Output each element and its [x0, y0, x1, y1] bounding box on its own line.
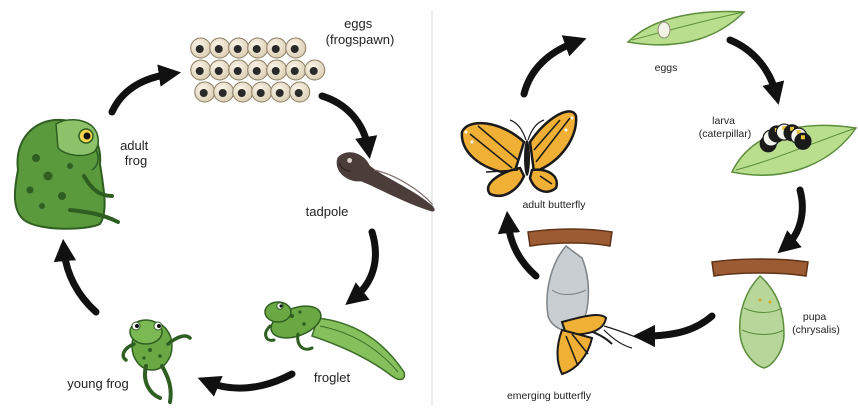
- caterpillar-stripe: [801, 135, 805, 139]
- cycle-arrow-icon: [786, 190, 802, 246]
- label-adult-butterfly: adult butterfly: [522, 199, 586, 211]
- frog-egg-embryo: [196, 67, 204, 75]
- cycle-arrow-icon: [524, 42, 576, 94]
- froglet-icon: [265, 300, 404, 380]
- label-frog-eggs: eggs (frogspawn): [326, 16, 395, 47]
- frog-egg-embryo: [219, 89, 227, 97]
- frog-egg-embryo: [257, 89, 265, 97]
- cycle-arrow-icon: [112, 74, 170, 112]
- frog-egg-embryo: [295, 89, 303, 97]
- frog-egg-embryo: [310, 67, 318, 75]
- label-emerging-butterfly: emerging butterfly: [507, 390, 592, 402]
- frog-egg-embryo: [291, 45, 299, 53]
- frog-egg-embryo: [253, 45, 261, 53]
- frogspawn-icon: [191, 38, 325, 102]
- frog-egg-embryo: [238, 89, 246, 97]
- adult-frog-icon: [15, 120, 118, 229]
- frog-life-cycle: eggs (frogspawn) tadpole froglet young f…: [15, 16, 441, 402]
- frog-egg-embryo: [215, 67, 223, 75]
- emerging-butterfly-icon: [528, 229, 638, 374]
- label-butterfly-eggs: eggs: [655, 62, 678, 74]
- frog-egg-embryo: [200, 89, 208, 97]
- cycle-arrow-icon: [208, 374, 292, 388]
- label-tadpole: tadpole: [306, 204, 349, 219]
- young-frog-icon: [123, 320, 190, 402]
- cycle-arrow-icon: [322, 96, 368, 148]
- cycle-arrow-icon: [354, 232, 375, 298]
- chrysalis-branch-icon: [712, 259, 808, 368]
- cycle-arrow-icon: [508, 222, 536, 276]
- label-adult-frog: adult frog: [120, 138, 152, 168]
- label-pupa: pupa (chrysalis): [792, 311, 840, 336]
- monarch-butterfly-icon: [462, 111, 576, 195]
- frog-egg-embryo: [196, 45, 204, 53]
- frog-egg-embryo: [291, 67, 299, 75]
- frog-egg-embryo: [272, 45, 280, 53]
- cycle-arrow-icon: [644, 316, 712, 336]
- frog-egg-embryo: [234, 67, 242, 75]
- cycle-arrow-icon: [730, 40, 776, 94]
- frog-egg-embryo: [272, 67, 280, 75]
- frog-egg-embryo: [253, 67, 261, 75]
- label-larva: larva (caterpillar): [699, 115, 752, 140]
- label-young-frog: young frog: [67, 376, 128, 391]
- frog-egg-embryo: [234, 45, 242, 53]
- label-froglet: froglet: [314, 370, 351, 385]
- frog-egg-embryo: [276, 89, 284, 97]
- butterfly-life-cycle: eggs larva (caterpillar) pupa (chrysalis…: [462, 12, 856, 402]
- frog-egg-embryo: [215, 45, 223, 53]
- cycle-arrow-icon: [64, 250, 96, 312]
